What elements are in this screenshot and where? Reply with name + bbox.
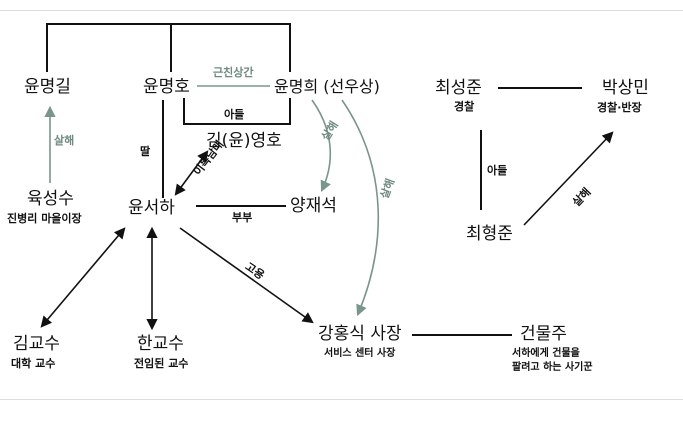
node-yuk-seongsu: 육성수 [27, 189, 74, 209]
node-yun-myeonggil: 윤명길 [24, 77, 71, 97]
node-kim-gyosu-role: 대학 교수 [11, 357, 56, 370]
edge-employment [179, 227, 314, 324]
node-han-gyosu: 한교수 [137, 334, 184, 354]
node-choi-seongjun-role: 경찰 [454, 100, 475, 113]
edge-murder-2 [311, 99, 332, 193]
node-yun-seoha: 윤서하 [128, 198, 175, 218]
node-kim-gyosu: 김교수 [13, 334, 60, 354]
node-yang-jaeseok: 양재석 [290, 196, 337, 216]
node-kang-hongsik: 강홍식 사장 [318, 324, 402, 344]
node-kang-hongsik-role: 서비스 센터 사장 [324, 348, 396, 359]
node-yun-myeonghui: 윤명희 (선우상) [274, 77, 380, 96]
family-bracket [46, 23, 291, 72]
node-park-sangmin: 박상민 [602, 78, 649, 98]
edge-son-bracket [183, 98, 291, 125]
node-geonmulju: 건물주 [520, 324, 567, 344]
label-murder-1: 살해 [54, 134, 75, 147]
label-daughter: 딸 [140, 145, 151, 158]
node-han-gyosu-role: 전임된 교수 [134, 357, 189, 370]
node-geonmulju-role-line2: 팔려고 하는 사기꾼 [512, 362, 593, 373]
edge-seoha-kim [40, 227, 126, 328]
label-son-2: 아들 [487, 164, 508, 177]
edge-half-siblings [174, 150, 209, 196]
edge-murder-4 [523, 131, 614, 226]
label-son-1: 아들 [224, 108, 245, 121]
node-yun-myeongho: 윤명호 [143, 77, 190, 97]
diagram-frame [0, 10, 683, 400]
label-spouse: 부부 [232, 211, 253, 224]
node-park-sangmin-role: 경찰·반장 [597, 101, 642, 114]
node-yuk-seongsu-role: 진병리 마을이장 [7, 212, 82, 225]
edge-murder-3 [341, 99, 380, 317]
node-choi-seongjun: 최성준 [435, 78, 482, 98]
node-kim-yun-yeongho: 김(윤)영호 [206, 131, 282, 151]
label-sibling-rival: 근친상간 [213, 66, 254, 79]
node-choi-hyeongjun: 최형준 [466, 224, 513, 244]
node-geonmulju-role-line1: 서하에게 건물을 [512, 348, 580, 359]
